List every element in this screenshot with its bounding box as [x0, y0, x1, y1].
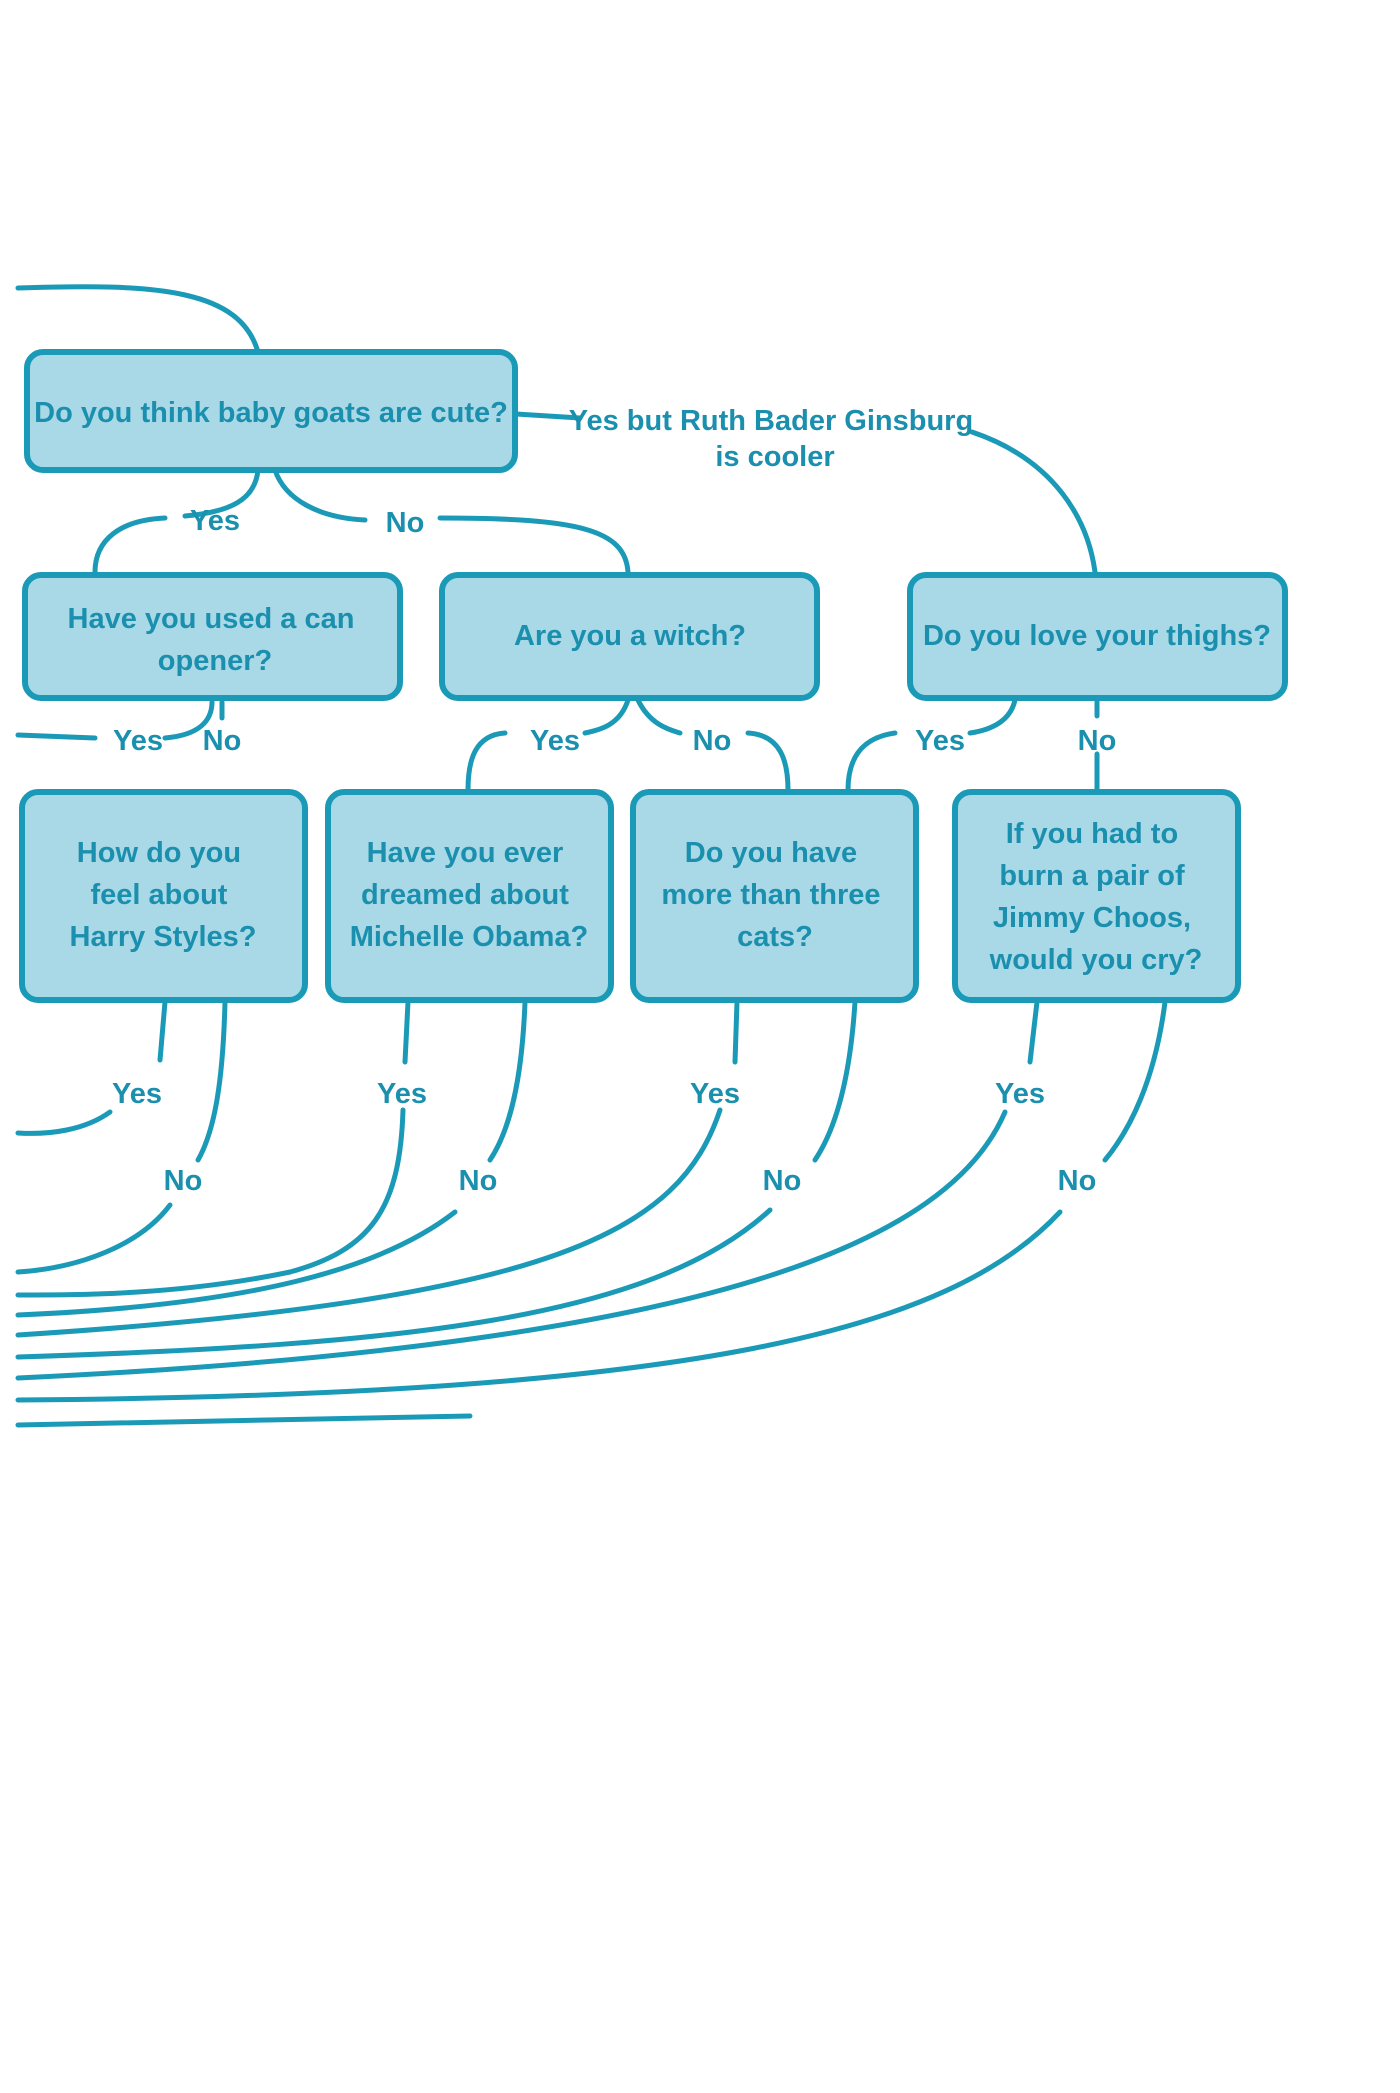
node-can-opener: Have you used a can opener?: [22, 572, 403, 701]
node-harry: How do you feel about Harry Styles?: [19, 789, 308, 1003]
connector-can-yes: [15, 699, 215, 741]
node-cats-box: [630, 789, 919, 1003]
node-can-opener-box: [22, 572, 403, 701]
edge-label-witch-no: No: [693, 725, 732, 757]
connector-thighs-yes: [845, 697, 1018, 793]
node-cats-line-1: Do you have: [685, 837, 857, 869]
connector-goats-yes: [92, 467, 261, 575]
edge-label-goats-yes: Yes: [190, 505, 240, 537]
node-harry-line-2: feel about: [90, 879, 227, 911]
node-can-opener-line-1: Have you used a can: [68, 603, 355, 635]
node-can-opener-text: Have you used a can opener?: [68, 603, 363, 677]
edge-label-witch-yes: Yes: [530, 725, 580, 757]
node-michelle-text: Have you ever dreamed about Michelle Oba…: [350, 837, 589, 953]
edge-label-cats-no: No: [763, 1165, 802, 1197]
edge-label-michelle-no: No: [459, 1165, 498, 1197]
node-cats-line-2: more than three: [661, 879, 880, 911]
edge-label-cats-yes: Yes: [690, 1078, 740, 1110]
node-cats: Do you have more than three cats?: [630, 789, 919, 1003]
node-goats-text: Do you think baby goats are cute?: [34, 397, 508, 429]
node-cats-line-3: cats?: [737, 921, 813, 953]
node-can-opener-line-2: opener?: [158, 645, 272, 677]
node-harry-line-1: How do you: [77, 837, 241, 869]
connector-entry: [15, 284, 261, 355]
node-choos-line-1: If you had to: [1006, 818, 1178, 850]
edge-label-can-no: No: [203, 725, 242, 757]
edge-label-rbg-line-1: Yes but Ruth Bader Ginsburg: [569, 405, 973, 437]
edge-label-can-yes: Yes: [113, 725, 163, 757]
node-michelle-line-3: Michelle Obama?: [350, 921, 589, 953]
node-michelle-line-1: Have you ever: [367, 837, 564, 869]
node-choos-box: [952, 789, 1241, 1003]
node-harry-box: [19, 789, 308, 1003]
node-michelle-box: [325, 789, 614, 1003]
node-goats: Do you think baby goats are cute?: [24, 349, 518, 473]
connector-michelle-yes: [15, 999, 411, 1298]
edge-label-choos-yes: Yes: [995, 1078, 1045, 1110]
node-witch: Are you a witch?: [439, 572, 820, 701]
node-michelle-line-2: dreamed about: [361, 879, 569, 911]
connector-cats-yes: [15, 999, 740, 1338]
node-choos: If you had to burn a pair of Jimmy Choos…: [952, 789, 1241, 1003]
edge-labels: Yes No Yes but Ruth Bader Ginsburg is co…: [112, 405, 1116, 1197]
connector-cats-no: [15, 999, 858, 1360]
edge-label-thighs-yes: Yes: [915, 725, 965, 757]
node-harry-text: How do you feel about Harry Styles?: [70, 837, 257, 953]
connector-witch-no: [635, 697, 791, 793]
connector-choos-yes: [15, 999, 1040, 1381]
node-thighs: Do you love your thighs?: [907, 572, 1288, 701]
edge-label-harry-yes: Yes: [112, 1078, 162, 1110]
node-michelle: Have you ever dreamed about Michelle Oba…: [325, 789, 614, 1003]
connector-bottom-extra: [15, 1413, 473, 1428]
node-thighs-text: Do you love your thighs?: [923, 620, 1271, 652]
connector-harry-yes: [15, 999, 168, 1136]
node-witch-box: [439, 572, 820, 701]
node-cats-text: Do you have more than three cats?: [661, 837, 888, 953]
edge-label-harry-no: No: [164, 1165, 203, 1197]
edge-label-thighs-no: No: [1078, 725, 1117, 757]
connector-michelle-no: [15, 999, 528, 1318]
connector-witch-yes: [465, 697, 631, 793]
edge-label-michelle-yes: Yes: [377, 1078, 427, 1110]
node-goats-box: [24, 349, 518, 473]
edge-label-goats-rbg: Yes but Ruth Bader Ginsburg is cooler: [569, 405, 982, 473]
node-choos-line-3: Jimmy Choos,: [993, 902, 1191, 934]
edge-label-choos-no: No: [1058, 1165, 1097, 1197]
connector-goats-no: [272, 467, 631, 575]
connector-goats-rbg: [513, 411, 583, 421]
edge-label-goats-no: No: [386, 507, 425, 539]
node-choos-text: If you had to burn a pair of Jimmy Choos…: [989, 818, 1203, 976]
node-witch-text: Are you a witch?: [514, 620, 746, 652]
node-choos-line-2: burn a pair of: [999, 860, 1185, 892]
connector-rbg-thighs: [969, 429, 1098, 575]
edge-label-rbg-line-2: is cooler: [715, 441, 834, 473]
connectors: [15, 284, 1168, 1428]
node-thighs-box: [907, 572, 1288, 701]
connector-choos-no: [15, 999, 1168, 1403]
node-harry-line-3: Harry Styles?: [70, 921, 257, 953]
node-choos-line-4: would you cry?: [989, 944, 1203, 976]
connector-harry-no: [15, 999, 228, 1275]
